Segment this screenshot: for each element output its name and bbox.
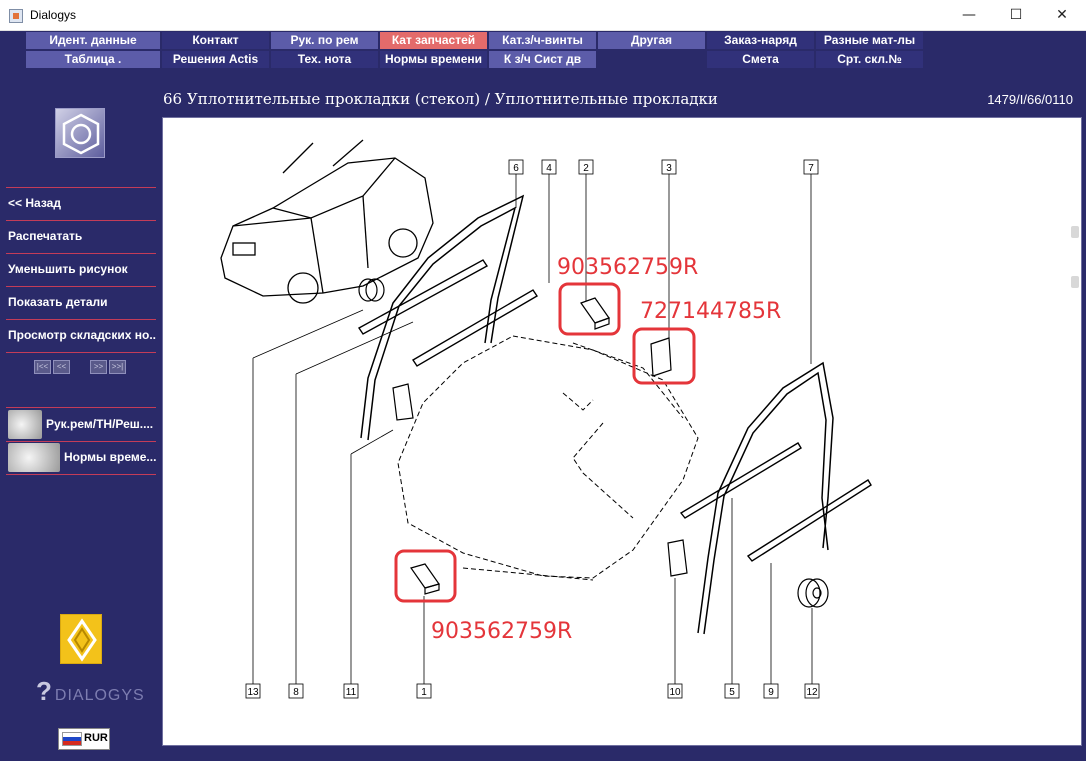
- part-number-6: 6: [513, 163, 519, 174]
- pager-prev-button[interactable]: <<: [53, 360, 70, 374]
- callout-numbers: 13 8 11 1 10 5 9 12 6 4 2: [245, 159, 820, 699]
- part-number-11: 11: [346, 687, 357, 698]
- part-number-13: 13: [247, 687, 259, 698]
- annotation-part-number-right: 727144785R: [640, 299, 781, 324]
- sidebar-time-norms-label: Нормы време...: [64, 450, 157, 464]
- sidebar-repair-manual-link[interactable]: Рук.рем/ТН/Реш....: [6, 408, 156, 441]
- red-highlights: [394, 282, 696, 603]
- part-cylinder-13: [358, 278, 385, 302]
- sidebar-divider: [6, 286, 156, 287]
- menu-table[interactable]: Таблица .: [26, 51, 160, 68]
- part-number-3: 3: [666, 163, 672, 174]
- part-number-2: 2: [583, 163, 589, 174]
- menu-engine-parts[interactable]: К з/ч Сист дв: [489, 51, 596, 68]
- pager-last-button[interactable]: >>|: [109, 360, 126, 374]
- java-app-icon: [9, 9, 23, 23]
- part-number-4: 4: [546, 163, 552, 174]
- sidebar-repair-manual-label: Рук.рем/ТН/Реш....: [46, 417, 154, 431]
- window-title: Dialogys: [30, 8, 77, 22]
- menu-misc-materials[interactable]: Разные мат-лы: [816, 32, 923, 49]
- sidebar-divider: [6, 187, 156, 188]
- menu-work-order[interactable]: Заказ-наряд: [707, 32, 814, 49]
- menu-estimate[interactable]: Смета: [707, 51, 814, 68]
- currency-label: RUR: [84, 732, 108, 744]
- menu-other[interactable]: Другая: [598, 32, 705, 49]
- sidebar-divider: [6, 352, 156, 353]
- diagram-code: 1479/I/66/0110: [987, 92, 1073, 107]
- menu-parts-screws[interactable]: Кат.з/ч-винты: [489, 32, 596, 49]
- part-block-1: [410, 563, 440, 595]
- diagram-panel[interactable]: 13 8 11 1 10 5 9 12 6 4 2: [162, 117, 1082, 746]
- door-seal-right: [697, 361, 834, 635]
- part-number-7: 7: [808, 163, 814, 174]
- currency-selector[interactable]: RUR: [58, 728, 110, 750]
- close-button[interactable]: ✕: [1056, 7, 1068, 23]
- menu-tech-note[interactable]: Тех. нота: [271, 51, 378, 68]
- part-number-8: 8: [293, 687, 299, 698]
- part-number-10: 10: [669, 687, 681, 698]
- parts-diagram: 13 8 11 1 10 5 9 12 6 4 2: [220, 139, 872, 699]
- sidebar-view-stock[interactable]: Просмотр складских но...: [8, 328, 156, 342]
- door-seal-left: [360, 194, 525, 441]
- menu-repair-manual[interactable]: Рук. по рем: [271, 32, 378, 49]
- question-mark-icon: ?: [36, 676, 53, 706]
- windshield-outline: [397, 335, 699, 581]
- sidebar-back[interactable]: << Назад: [8, 196, 61, 210]
- dialogys-logo: ?DIALOGYS: [36, 676, 145, 707]
- russia-flag-icon: [62, 732, 82, 746]
- sidebar-divider: [6, 441, 156, 442]
- gauge-icon: [8, 443, 60, 472]
- pager-first-button[interactable]: |<<: [34, 360, 51, 374]
- part-number-12: 12: [806, 687, 818, 698]
- menu-ident-data[interactable]: Идент. данные: [26, 32, 160, 49]
- part-number-5: 5: [729, 687, 735, 698]
- sidebar-divider: [6, 253, 156, 254]
- sidebar-divider: [6, 474, 156, 475]
- menu-warehouse-number[interactable]: Срт. скл.№: [816, 51, 923, 68]
- menu-contact[interactable]: Контакт: [162, 32, 269, 49]
- sidebar-print[interactable]: Распечатать: [8, 229, 83, 243]
- dialogys-logo-text: DIALOGYS: [54, 687, 145, 704]
- sidebar-divider: [6, 407, 156, 408]
- scroll-indicator[interactable]: [1071, 226, 1079, 238]
- app-main: Идент. данные Контакт Рук. по рем Кат за…: [0, 31, 1086, 761]
- nut-logo-icon: [55, 108, 105, 158]
- wrench-manual-icon: [8, 410, 42, 439]
- part-number-1: 1: [421, 687, 427, 698]
- renault-logo: [60, 614, 102, 664]
- minimize-button[interactable]: —: [962, 7, 976, 23]
- maximize-button[interactable]: ☐: [1009, 7, 1023, 23]
- sidebar-divider: [6, 220, 156, 221]
- menu-parts-catalog[interactable]: Кат запчастей: [380, 32, 487, 49]
- part-number-9: 9: [768, 687, 774, 698]
- menu-time-norms[interactable]: Нормы времени: [380, 51, 487, 68]
- scroll-indicator[interactable]: [1071, 276, 1079, 288]
- leader-lines: [252, 174, 813, 684]
- car-illustration: [220, 139, 434, 304]
- sidebar-show-details[interactable]: Показать детали: [8, 295, 108, 309]
- menu-actis-solutions[interactable]: Решения Actis: [162, 51, 269, 68]
- clips: [392, 383, 688, 577]
- part-block-2: [580, 297, 610, 330]
- pager-next-button[interactable]: >>: [90, 360, 107, 374]
- window-titlebar: Dialogys — ☐ ✕: [0, 0, 1086, 31]
- part-ring-12: [797, 578, 829, 608]
- annotation-part-number-top: 903562759R: [557, 255, 698, 280]
- seal-strips: [357, 259, 872, 562]
- sidebar-time-norms-link[interactable]: Нормы време...: [6, 441, 156, 474]
- sidebar-divider: [6, 319, 156, 320]
- page-title: 66 Уплотнительные прокладки (стекол) / У…: [163, 90, 718, 108]
- sidebar-zoom-out[interactable]: Уменьшить рисунок: [8, 262, 128, 276]
- part-block-3: [650, 337, 672, 377]
- annotation-part-number-bottom: 903562759R: [431, 619, 572, 644]
